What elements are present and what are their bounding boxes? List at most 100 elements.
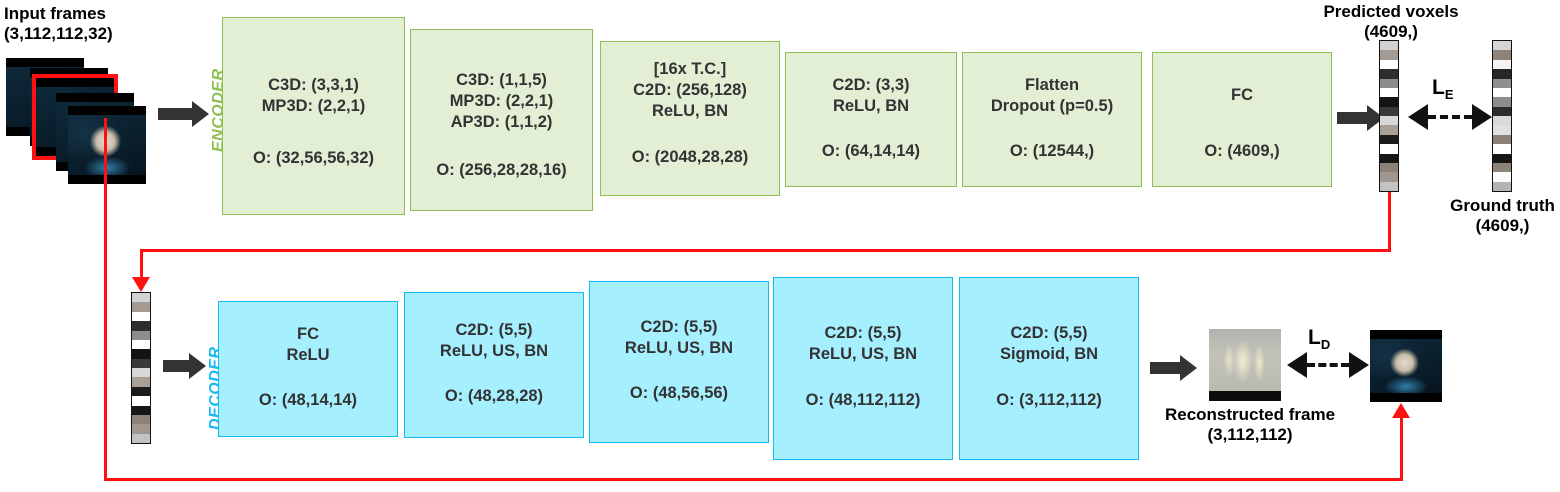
ground-truth-voxel-cell — [1493, 41, 1511, 51]
latent-voxel-cell — [132, 302, 150, 312]
encoder-loss-label: LE — [1432, 76, 1454, 102]
predicted-voxel-cell — [1380, 41, 1398, 51]
reconstruction-letterbox — [1209, 390, 1281, 401]
feedback-line-latent-down — [140, 249, 143, 279]
predicted-voxels-shape: (4609,) — [1364, 22, 1418, 41]
arrow-head-left — [1408, 104, 1428, 130]
feedback-line-input-down — [104, 118, 107, 481]
ground-truth-caption: Ground truth (4609,) — [1415, 196, 1560, 236]
encoder-block-6-output: O: (4609,) — [1204, 142, 1280, 160]
latent-voxel-cell — [132, 349, 150, 359]
decoder-loss-symbol: L — [1308, 326, 1321, 349]
encoder-block-2-output: O: (256,28,28,16) — [436, 161, 567, 179]
ground-truth-title: Ground truth — [1450, 196, 1555, 215]
ground-truth-voxel-cell — [1493, 125, 1511, 135]
predicted-voxel-cell — [1380, 162, 1398, 173]
reconstructed-frame-image — [1209, 329, 1281, 401]
reconstructed-frame-shape: (3,112,112) — [1207, 425, 1293, 444]
input-frames-title: Input frames — [4, 4, 107, 23]
latent-voxel-cell — [132, 424, 150, 434]
input-frame-5 — [68, 106, 146, 184]
input-frames-caption: Input frames (3,112,112,32) — [4, 4, 169, 44]
ground-truth-voxel-cell — [1493, 181, 1511, 191]
predicted-voxel-cell — [1380, 78, 1398, 88]
ground-truth-voxel-cell — [1493, 97, 1511, 107]
latent-voxel-cell — [132, 368, 150, 378]
decoder-block-3: C2D: (5,5) ReLU, US, BN O: (48,56,56) — [589, 281, 769, 443]
predicted-voxel-cell — [1380, 69, 1398, 79]
latent-voxel-cell — [132, 339, 150, 350]
decoder-block-4-output: O: (48,112,112) — [805, 391, 921, 409]
predicted-voxel-cell — [1380, 87, 1398, 98]
decoder-block-4-ops: C2D: (5,5) ReLU, US, BN — [808, 324, 918, 363]
ground-truth-voxel-cell — [1493, 153, 1511, 163]
predicted-voxel-cell — [1380, 59, 1398, 70]
predicted-voxel-cell — [1380, 172, 1398, 182]
encoder-block-4: C2D: (3,3) ReLU, BN O: (64,14,14) — [785, 52, 957, 187]
ground-truth-voxel-cell — [1493, 116, 1511, 126]
encoder-block-1-ops: C3D: (3,3,1) MP3D: (2,2,1) — [261, 76, 366, 115]
decoder-loss-subscript: D — [1320, 337, 1331, 353]
decoder-loss-label: LD — [1308, 326, 1330, 352]
feedback-line-voxels-across — [140, 249, 1391, 252]
decoder-block-4: C2D: (5,5) ReLU, US, BN O: (48,112,112) — [773, 277, 953, 460]
decoder-block-3-ops: C2D: (5,5) ReLU, US, BN — [624, 318, 734, 357]
predicted-voxel-cell — [1380, 134, 1398, 145]
encoder-block-6: FC O: (4609,) — [1152, 52, 1332, 187]
ground-truth-voxel-cell — [1493, 78, 1511, 88]
dashed-line — [1307, 363, 1349, 367]
decoder-block-3-output: O: (48,56,56) — [629, 384, 729, 402]
feedback-arrowhead-latent — [132, 277, 150, 292]
face-gradient — [1370, 338, 1442, 394]
encoder-block-1: C3D: (3,3,1) MP3D: (2,2,1) O: (32,56,56,… — [222, 17, 405, 215]
arrow-head-right — [1472, 104, 1492, 130]
decoder-block-1: FC ReLU O: (48,14,14) — [218, 301, 398, 437]
encoder-block-5: Flatten Dropout (p=0.5) O: (12544,) — [962, 52, 1142, 187]
ground-truth-voxel-cell — [1493, 87, 1511, 98]
ground-truth-voxel-cell — [1493, 59, 1511, 70]
encoder-block-4-output: O: (64,14,14) — [821, 142, 921, 160]
decoder-block-2-output: O: (48,28,28) — [444, 387, 544, 405]
reconstructed-frame-title: Reconstructed frame — [1164, 405, 1336, 424]
reconstruction-blur — [1209, 329, 1281, 391]
encoder-loss-symbol: L — [1432, 76, 1445, 99]
latent-voxel-cell — [132, 321, 150, 331]
encoder-block-3-ops: [16x T.C.] C2D: (256,128) ReLU, BN — [633, 60, 747, 120]
encoder-block-1-output: O: (32,56,56,32) — [252, 149, 375, 167]
decoder-block-5: C2D: (5,5) Sigmoid, BN O: (3,112,112) — [959, 277, 1139, 460]
dashed-line — [1428, 115, 1472, 119]
ground-truth-shape: (4609,) — [1475, 216, 1530, 235]
feedback-arrowhead-target — [1392, 403, 1410, 418]
encoder-loss-subscript: E — [1444, 87, 1454, 103]
ground-truth-voxel-cell — [1493, 144, 1511, 154]
predicted-voxel-cell — [1380, 144, 1398, 154]
predicted-voxel-cell — [1380, 153, 1398, 163]
latent-voxel-cell — [132, 330, 150, 340]
feedback-line-bottom-across — [104, 478, 1403, 481]
predicted-voxel-cell — [1380, 97, 1398, 107]
face-gradient — [68, 115, 146, 175]
latent-voxel-cell — [132, 358, 150, 368]
ground-truth-strip — [1492, 40, 1512, 192]
decoder-block-5-output: O: (3,112,112) — [996, 391, 1102, 409]
decoder-block-2-ops: C2D: (5,5) ReLU, US, BN — [439, 321, 549, 360]
predicted-voxels-caption: Predicted voxels (4609,) — [1306, 2, 1476, 42]
encoder-block-3: [16x T.C.] C2D: (256,128) ReLU, BN O: (2… — [600, 41, 780, 196]
ground-truth-voxel-cell — [1493, 172, 1511, 182]
decoder-block-2: C2D: (5,5) ReLU, US, BN O: (48,28,28) — [404, 292, 584, 438]
predicted-voxel-cell — [1380, 125, 1398, 135]
predicted-voxels-strip — [1379, 40, 1399, 192]
encoder-block-2-ops: C3D: (1,1,5) MP3D: (2,2,1) AP3D: (1,1,2) — [449, 71, 554, 131]
target-frame-image — [1370, 330, 1442, 402]
latent-code-strip — [131, 292, 151, 444]
reconstructed-frame-caption: Reconstructed frame (3,112,112) — [1155, 405, 1345, 445]
arrow-head-right — [1349, 352, 1369, 378]
predicted-voxels-title: Predicted voxels — [1323, 2, 1459, 21]
encoder-block-3-output: O: (2048,28,28) — [631, 148, 749, 166]
latent-voxel-cell — [132, 433, 150, 443]
latent-voxel-cell — [132, 414, 150, 425]
input-frames-shape: (3,112,112,32) — [4, 24, 113, 43]
ground-truth-voxel-cell — [1493, 69, 1511, 79]
decoder-block-1-ops: FC ReLU — [286, 325, 330, 364]
predicted-voxel-cell — [1380, 106, 1398, 116]
